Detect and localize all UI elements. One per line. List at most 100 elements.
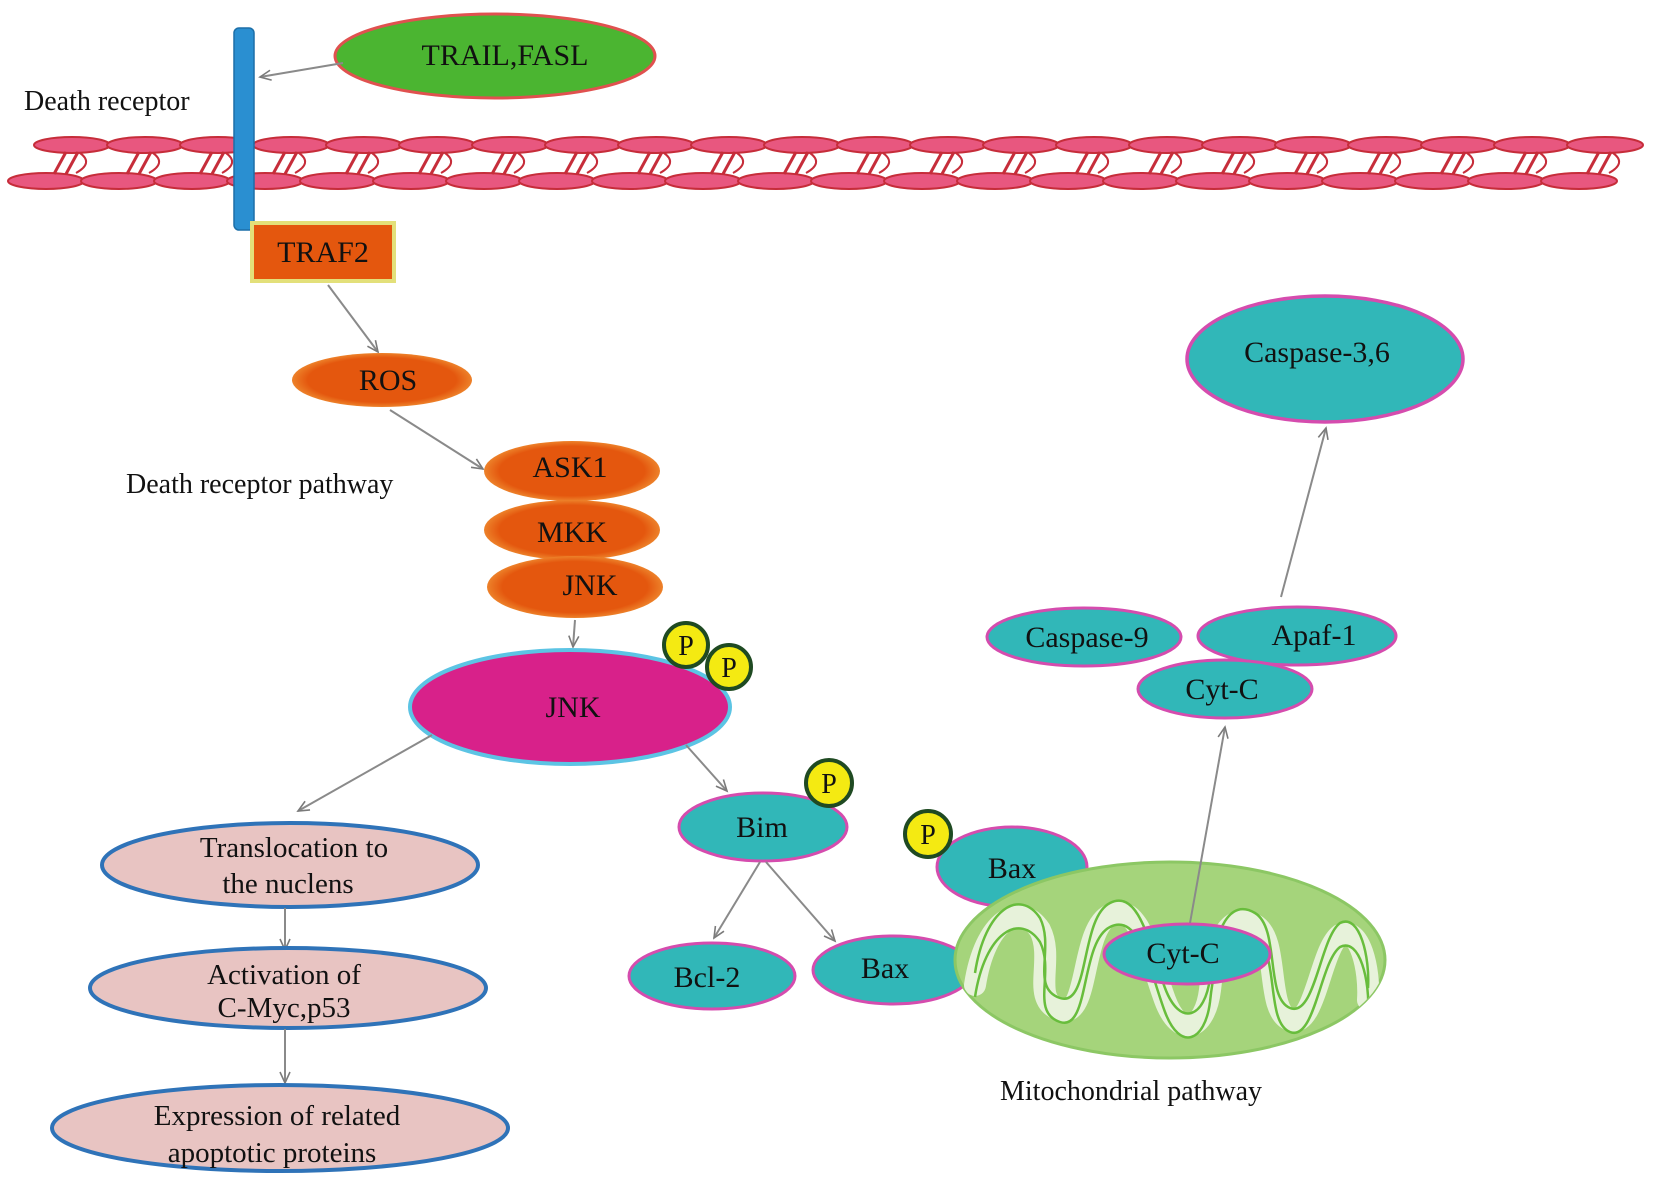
membrane-lipid-head [956,172,1034,190]
membrane-lipid-tail [1378,151,1394,175]
membrane-lipid-tail [344,151,360,175]
membrane-lipid-head [106,136,184,154]
ros-label: ROS [359,364,417,397]
membrane-lipid-tail [721,151,737,175]
ros-node: ROS [292,353,472,407]
membrane-lipid-head [1029,172,1107,190]
membrane-lipid-head [883,172,961,190]
membrane-lipid-tail [1305,151,1321,175]
membrane-lipid-tail [1147,151,1163,175]
jnk-active-node: JNK [408,648,732,766]
arrow-jnk-to-pjnk [568,619,580,649]
membrane-lipid-head [252,136,330,154]
membrane-lipid-tail [1451,151,1467,175]
membrane-lipid-head [372,172,450,190]
membrane-lipid-tail [855,151,871,175]
membrane-lipid-head [1128,136,1206,154]
bax-upper-label: Bax [988,852,1036,885]
membrane-lipid-head [33,136,111,154]
arrow-ligand-to-receptor [258,62,344,81]
membrane-lipid-tail [648,151,664,175]
jnk-complex-node: JNK [487,556,663,618]
membrane-lipid-head [1420,136,1498,154]
membrane-lipid-tail [928,151,944,175]
death-receptor-bar [233,27,255,231]
arrow-cytc-to-apoptosome [1189,725,1229,924]
membrane-lipid-tail [1512,151,1528,175]
membrane-lipid-head [1467,172,1545,190]
membrane-lipid-tail [1366,151,1382,175]
phospho-badge: P [804,758,854,808]
membrane-lipid-head [1175,172,1253,190]
membrane-lipid-tail [198,151,214,175]
apaf1-node: Apaf-1 [1196,605,1398,667]
caspase36-node: Caspase-3,6 [1185,294,1465,424]
bcl2-label: Bcl-2 [674,961,741,994]
expression-node: Expression of related apoptotic proteins [50,1083,510,1173]
membrane-lipid-tail [586,152,598,174]
membrane-lipid-tail [1001,151,1017,175]
bax-lower-label: Bax [861,952,909,985]
membrane-lipid-head [153,172,231,190]
membrane-lipid-tail [210,151,226,175]
membrane-lipid-head [471,136,549,154]
membrane-lipid-tail [367,152,379,174]
arrow-pjnk-to-bim [685,744,729,793]
ask1-node: ASK1 [484,441,660,501]
membrane-lipid-head [1566,136,1644,154]
death-receptor-pathway-label: Death receptor pathway [126,469,393,500]
svg-text:C-Myc,p53: C-Myc,p53 [218,992,351,1024]
activation-node: Activation of C-Myc,p53 [88,946,488,1030]
death-receptor-label: Death receptor [24,86,190,117]
membrane-lipid-head [836,136,914,154]
membrane-lipid-tail [271,151,287,175]
membrane-lipid-tail [1389,152,1401,174]
cytc-complex-label: Cyt-C [1185,673,1258,706]
mkk-node: MKK [484,500,660,560]
cytc-complex-node: Cyt-C [1136,658,1314,720]
jnk-complex-label: JNK [562,569,617,602]
svg-text:P: P [678,631,694,662]
membrane-lipid-tail [636,151,652,175]
membrane-lipid-tail [490,151,506,175]
membrane-lipid-head [7,172,85,190]
svg-text:P: P [920,820,936,851]
membrane-lipid-head [1321,172,1399,190]
membrane-lipid-tail [563,151,579,175]
membrane-lipid-head [544,136,622,154]
membrane-lipid-head [763,136,841,154]
caspase9-node: Caspase-9 [985,606,1183,668]
bax-lower-node: Bax [811,934,975,1006]
mkk-label: MKK [537,516,607,549]
svg-text:apoptotic proteins: apoptotic proteins [168,1137,377,1169]
membrane-lipid-head [398,136,476,154]
translocation-node: Translocation to the nuclens [100,821,480,909]
membrane-lipid-tail [575,151,591,175]
membrane-lipid-tail [125,151,141,175]
membrane-lipid-tail [283,151,299,175]
phospho-badge: P [662,621,710,669]
membrane-lipid-tail [878,152,890,174]
membrane-lipid-tail [75,152,87,174]
membrane-lipid-tail [1024,152,1036,174]
membrane-lipid-head [299,172,377,190]
membrane-lipid-tail [502,151,518,175]
membrane-lipid-tail [1524,151,1540,175]
membrane-lipid-tail [148,152,160,174]
membrane-lipid-tail [1170,152,1182,174]
membrane-lipid-tail [709,151,725,175]
membrane-lipid-tail [429,151,445,175]
membrane-lipid-head [518,172,596,190]
svg-text:the nuclens: the nuclens [222,868,353,900]
membrane-lipid-tail [940,151,956,175]
membrane-lipid-head [1102,172,1180,190]
membrane-lipid-head [617,136,695,154]
membrane-lipid-tail [64,151,80,175]
membrane-lipid-head [1493,136,1571,154]
membrane-lipid-tail [1086,151,1102,175]
membrane-lipid-head [1347,136,1425,154]
arrow-bim-to-bax [765,861,837,943]
membrane-lipid-head [1394,172,1472,190]
svg-text:Activation of: Activation of [207,959,361,991]
